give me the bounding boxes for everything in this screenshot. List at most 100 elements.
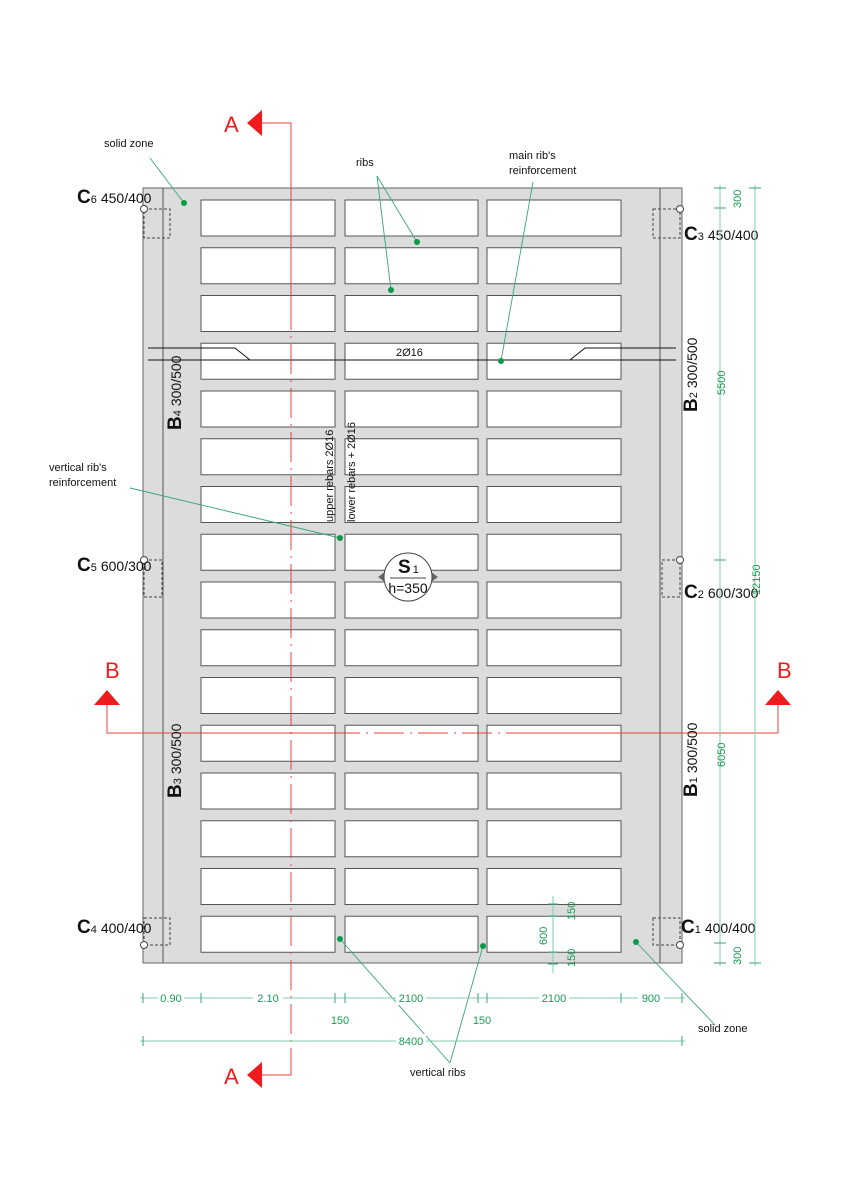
rib-void: [486, 247, 622, 285]
solid-zone-bottom-label: solid zone: [698, 1023, 748, 1035]
svg-text:h=350: h=350: [388, 580, 428, 596]
bottom-dimensions: 0.90 2.10 2100 2100 900 150 150 8400: [140, 991, 685, 1048]
rib-void: [344, 199, 479, 237]
rib-void: [344, 820, 479, 858]
rib-void: [486, 199, 622, 237]
rib-void: [200, 724, 336, 762]
main-rib-label-2: reinforcement: [509, 165, 576, 177]
rebar-upper-right: [569, 347, 676, 361]
right-dimensions: 300 5500 6050 300 12150: [714, 185, 763, 966]
rib-void: [200, 486, 336, 523]
rib-void: [486, 295, 622, 332]
section-a-top: [262, 122, 292, 300]
lower-rebars-label: lower rebars + 2Ø16: [346, 422, 358, 522]
rib-void: [486, 868, 622, 905]
section-b-label-right: B: [777, 658, 792, 683]
rib-void: [486, 533, 622, 571]
vertical-rib-label-1: vertical rib's: [49, 462, 107, 474]
rib-voids: [200, 199, 622, 953]
section-a-arrow-bottom-icon: [247, 1062, 262, 1088]
rib-void: [200, 199, 336, 237]
vertical-ribs-label: vertical ribs: [410, 1067, 466, 1079]
svg-text:6050: 6050: [716, 743, 728, 767]
vertical-rib-label-2: reinforcement: [49, 477, 116, 489]
rib-void: [200, 772, 336, 810]
rib-void: [344, 629, 479, 667]
rib-void: [200, 677, 336, 714]
svg-text:B3300/500: B3300/500: [165, 723, 186, 798]
section-b-arrow-right-icon: [765, 690, 791, 705]
section-a-arrow-top-icon: [247, 110, 262, 136]
svg-text:8400: 8400: [399, 1036, 423, 1048]
rib-void: [200, 820, 336, 858]
rib-void: [200, 295, 336, 332]
svg-text:150: 150: [566, 902, 578, 920]
rib-void: [200, 438, 336, 476]
svg-text:B4300/500: B4300/500: [165, 355, 186, 430]
section-b-left: [106, 703, 330, 734]
rib-void: [486, 820, 622, 858]
column-markers: [140, 205, 684, 949]
section-a-label-top: A: [224, 112, 239, 137]
rib-void: [344, 295, 479, 332]
rib-void: [486, 677, 622, 714]
rib-void: [200, 915, 336, 953]
svg-text:0.90: 0.90: [160, 993, 181, 1005]
svg-text:2.10: 2.10: [257, 993, 278, 1005]
rib-void: [486, 486, 622, 523]
svg-text:150: 150: [331, 1015, 349, 1027]
rib-void: [200, 533, 336, 571]
rib-void: [200, 247, 336, 285]
rib-void: [344, 342, 479, 380]
rib-void: [486, 581, 622, 619]
rib-void: [200, 868, 336, 905]
rib-void: [344, 724, 479, 762]
rib-void: [200, 581, 336, 619]
rib-void: [344, 915, 479, 953]
column-outlines: [143, 208, 681, 946]
section-b-arrow-left-icon: [94, 690, 120, 705]
svg-text:B2300/500: B2300/500: [681, 337, 702, 412]
rib-void: [486, 342, 622, 380]
rib-void: [200, 342, 336, 380]
rib-void: [486, 915, 622, 953]
rib-void: [486, 724, 622, 762]
rib-void: [344, 247, 479, 285]
rib-void: [344, 438, 479, 476]
upper-rebars-label: upper rebars 2Ø16: [324, 430, 336, 522]
solid-zone-top-label: solid zone: [104, 138, 154, 150]
beam-labels: B4300/500 B3300/500 B2300/500 B1300/500: [165, 337, 702, 798]
rib-void: [486, 629, 622, 667]
rib-void: [344, 772, 479, 810]
svg-text:S1: S1: [398, 557, 419, 578]
svg-text:300: 300: [732, 190, 744, 208]
leaders: [129, 157, 716, 1064]
rib-void: [344, 390, 479, 428]
svg-text:2100: 2100: [542, 993, 566, 1005]
rib-void: [344, 486, 479, 523]
main-rib-label-1: main rib's: [509, 150, 556, 162]
section-a-bottom: [262, 1050, 292, 1076]
svg-text:B1300/500: B1300/500: [681, 722, 702, 797]
section-a-label-bottom: A: [224, 1064, 239, 1089]
svg-text:900: 900: [642, 993, 660, 1005]
section-b-right: [510, 703, 779, 734]
rib-void: [200, 390, 336, 428]
svg-text:5500: 5500: [716, 371, 728, 395]
rib-void: [486, 438, 622, 476]
rib-dimensions: 150 600 150: [538, 896, 578, 973]
svg-text:2100: 2100: [399, 993, 423, 1005]
rib-void: [486, 390, 622, 428]
svg-text:150: 150: [473, 1015, 491, 1027]
svg-text:600: 600: [538, 927, 550, 945]
rebar-main-label: 2Ø16: [396, 347, 423, 359]
rebar-upper-left: [148, 347, 251, 361]
